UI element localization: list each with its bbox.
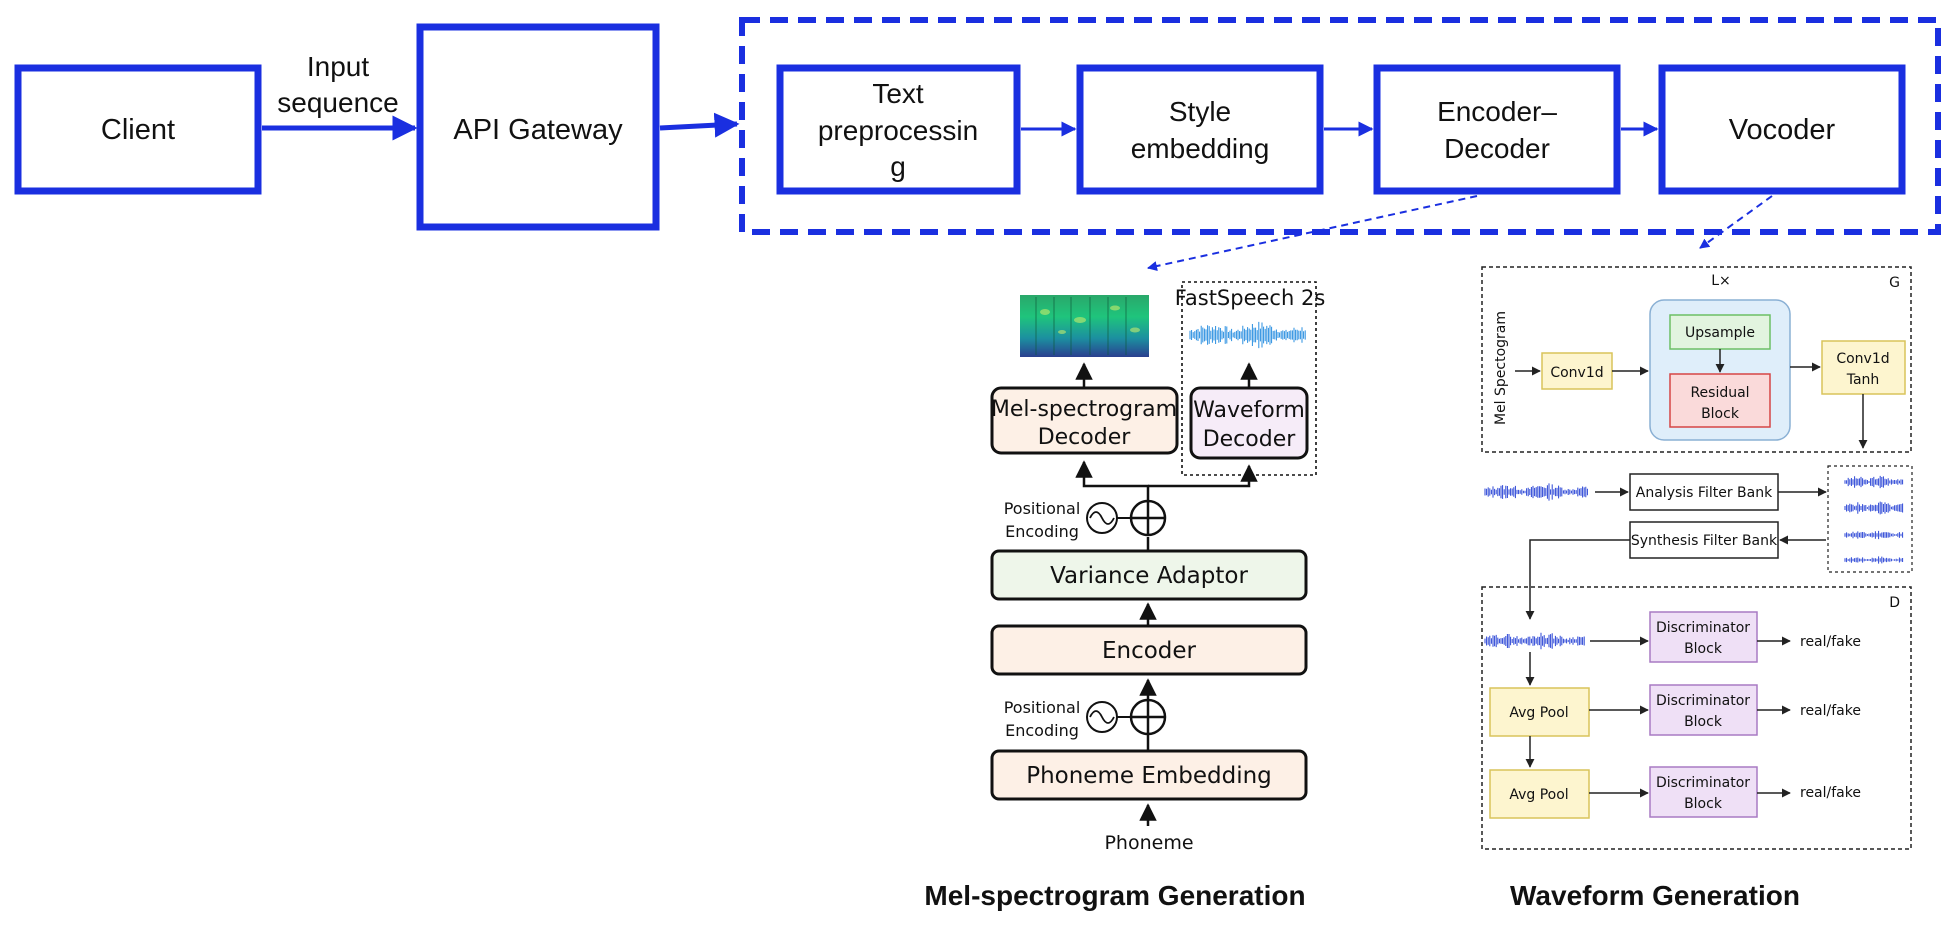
avg-pool-1-box <box>1489 687 1590 737</box>
vocoder-box <box>1658 64 1906 195</box>
subband-waveforms-image <box>1844 475 1904 564</box>
waveform-generation-caption: Waveform Generation <box>1510 880 1800 911</box>
mel-generation-caption: Mel-spectrogram Generation <box>924 880 1305 911</box>
waveform-image <box>1484 483 1588 501</box>
style-embedding-line1: Style <box>1169 96 1231 127</box>
conv-tanh-line2: Tanh <box>1846 372 1880 388</box>
synthesis-filter-bank-label: Synthesis Filter Bank <box>1631 533 1778 549</box>
real-fake-1: real/fake <box>1800 634 1861 650</box>
disc-block-1-line2: Block <box>1684 641 1723 657</box>
disc-block-2-line1: Discriminator <box>1656 693 1750 709</box>
phoneme-embedding-box <box>990 749 1308 801</box>
arrow-synthesis-down <box>1525 539 1630 620</box>
text-preprocessing-line3: g <box>890 151 906 182</box>
pos-enc-upper-line1: Positional <box>1004 499 1081 518</box>
mel-decoder-line1: Mel-spectrogram <box>991 397 1177 422</box>
residual-line1: Residual <box>1690 385 1749 401</box>
generator-group <box>1481 266 1912 453</box>
split-to-wave <box>1148 464 1258 488</box>
pos-enc-lower-line1: Positional <box>1004 698 1081 717</box>
mel-decoder-box <box>990 386 1179 455</box>
conv1d-label: Conv1d <box>1550 365 1603 381</box>
avg-pool-1-label: Avg Pool <box>1509 705 1568 721</box>
disc-block-3 <box>1649 766 1758 818</box>
real-fake-3: real/fake <box>1800 785 1861 801</box>
tts-service-group <box>739 17 1941 235</box>
client-box <box>14 64 262 195</box>
encoder-box <box>990 624 1308 676</box>
fastspeech2s-group <box>1181 281 1317 476</box>
arrow-encdec-to-mel <box>1147 195 1478 271</box>
mel-spectrogram-image <box>1020 295 1149 357</box>
phoneme-label: Phoneme <box>1104 832 1193 854</box>
discriminator-group-label: D <box>1889 595 1900 611</box>
real-fake-2: real/fake <box>1800 703 1861 719</box>
arrow-vocoder-to-waveform <box>1699 195 1773 249</box>
fastspeech-diagram: FastSpeech 2s Mel-spectrogram Decoder Wa… <box>924 281 1326 911</box>
text-preprocessing-line2: preprocessin <box>818 115 978 146</box>
fastspeech2s-label: FastSpeech 2s <box>1175 286 1326 310</box>
mel-decoder-line2: Decoder <box>1038 425 1132 450</box>
synthesis-filter-bank-box <box>1629 521 1779 559</box>
sequence-label: sequence <box>277 87 398 118</box>
disc-block-1-line1: Discriminator <box>1656 620 1750 636</box>
encoder-decoder-line2: Decoder <box>1444 133 1550 164</box>
pos-enc-lower-line2: Encoding <box>1005 721 1079 740</box>
mel-spectogram-input-label: Mel Spectogram <box>1493 311 1509 425</box>
residual-block-box <box>1669 373 1771 428</box>
style-embedding-box <box>1076 64 1324 195</box>
subband-group <box>1827 465 1913 573</box>
generator-label: G <box>1889 275 1900 291</box>
conv1d-box <box>1541 352 1613 390</box>
variance-adaptor-box <box>990 549 1308 601</box>
pos-enc-upper-line2: Encoding <box>1005 522 1079 541</box>
waveform-decoder-line1: Waveform <box>1193 398 1305 423</box>
arrow-gateway-group <box>659 112 740 138</box>
encoder-decoder-line1: Encoder– <box>1437 96 1557 127</box>
upsample-label: Upsample <box>1685 325 1755 341</box>
avg-pool-2-label: Avg Pool <box>1509 787 1568 803</box>
vocoder-label: Vocoder <box>1729 114 1836 146</box>
encoder-decoder-box <box>1373 64 1621 195</box>
avg-pool-2-box <box>1489 769 1590 819</box>
input-label: Input <box>307 51 369 82</box>
variance-adaptor-label: Variance Adaptor <box>1050 563 1248 589</box>
disc-block-3-line2: Block <box>1684 796 1723 812</box>
disc-block-1 <box>1649 611 1758 663</box>
disc-block-2 <box>1649 684 1758 736</box>
text-preprocessing-box <box>776 64 1021 195</box>
vocoder-diagram: G L× Mel Spectogram Conv1d Upsample Resi… <box>1481 266 1913 911</box>
split-to-mel <box>1075 460 1150 503</box>
pipeline: Client Input sequence API Gateway Text p… <box>14 17 1941 271</box>
waveform-image <box>1484 632 1585 650</box>
api-gateway-box <box>416 23 660 231</box>
conv-tanh-line1: Conv1d <box>1836 351 1889 367</box>
lx-label: L× <box>1711 273 1731 289</box>
encoder-label: Encoder <box>1102 638 1197 664</box>
waveform-decoder-line2: Decoder <box>1203 427 1297 452</box>
api-gateway-label: API Gateway <box>453 114 623 146</box>
client-label: Client <box>101 114 175 146</box>
residual-line2: Block <box>1701 406 1740 422</box>
disc-block-2-line2: Block <box>1684 714 1723 730</box>
phoneme-embedding-label: Phoneme Embedding <box>1026 763 1272 789</box>
waveform-image <box>1189 321 1306 349</box>
waveform-decoder-box <box>1189 386 1309 460</box>
style-embedding-line2: embedding <box>1131 133 1270 164</box>
analysis-filter-bank-label: Analysis Filter Bank <box>1636 485 1773 501</box>
text-preprocessing-line1: Text <box>872 78 924 109</box>
discriminator-group <box>1481 586 1912 850</box>
disc-block-3-line1: Discriminator <box>1656 775 1750 791</box>
